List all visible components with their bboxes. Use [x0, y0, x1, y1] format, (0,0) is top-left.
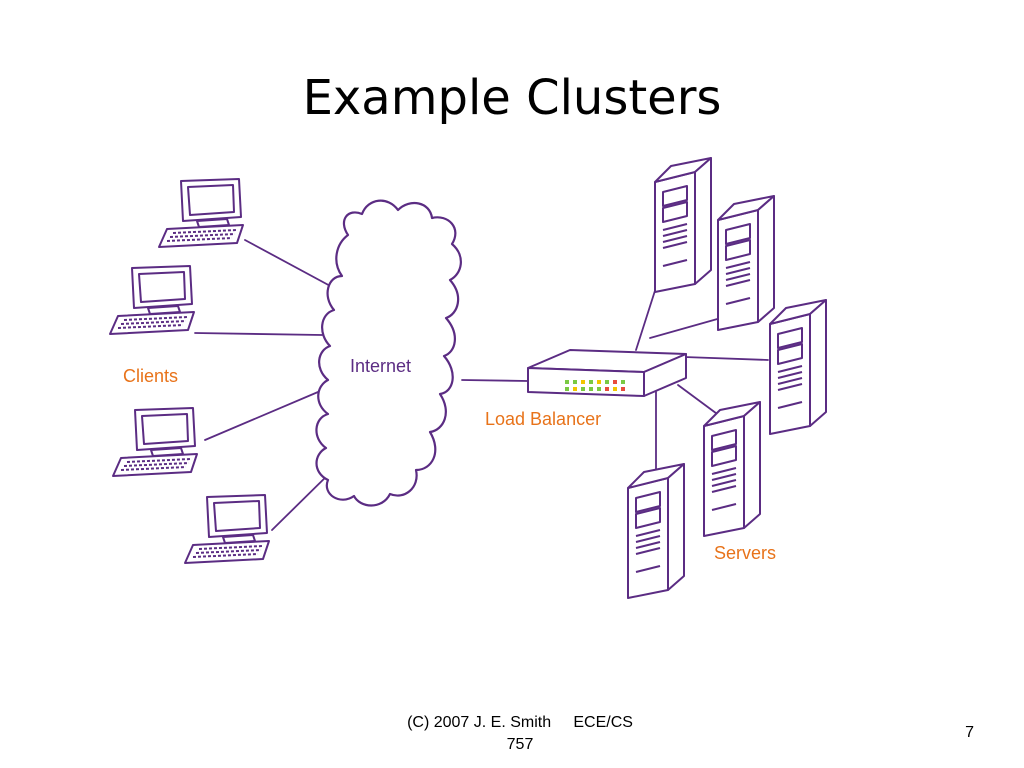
connection-lines — [194, 239, 769, 531]
client-computer-4-icon — [184, 494, 270, 564]
page-number: 7 — [965, 724, 974, 741]
server-tower-3-icon — [769, 299, 827, 435]
server-tower-5-icon — [627, 463, 685, 599]
client-computer-1-icon — [158, 178, 244, 248]
internet-label: Internet — [350, 356, 411, 376]
clients-label: Clients — [123, 366, 178, 386]
footer-copyright: (C) 2007 J. E. Smith ECE/CS 757 — [360, 712, 680, 756]
cluster-diagram: Clients Internet Load Balancer Servers — [109, 157, 827, 599]
servers-label: Servers — [714, 543, 776, 563]
footer-line-2: 757 — [506, 736, 534, 753]
server-tower-4-icon — [703, 401, 761, 537]
server-tower-1-icon — [654, 157, 712, 293]
load-balancer-label: Load Balancer — [485, 409, 601, 429]
load-balancer-icon — [527, 349, 687, 397]
footer-line-1: (C) 2007 J. E. Smith ECE/CS — [407, 714, 633, 731]
slide-title: Example Clusters — [302, 70, 722, 126]
internet-cloud-icon — [315, 199, 462, 507]
client-computer-3-icon — [112, 407, 198, 477]
client-computer-2-icon — [109, 265, 195, 335]
server-tower-2-icon — [717, 195, 775, 331]
